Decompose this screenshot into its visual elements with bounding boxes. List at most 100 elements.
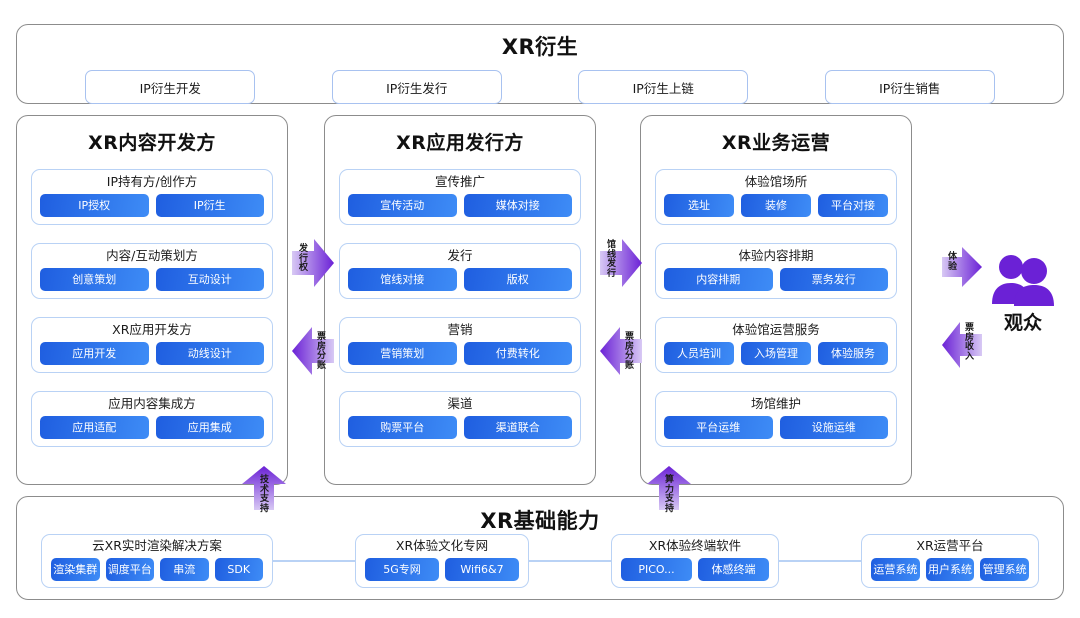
- pill-ip-derivative[interactable]: IP衍生: [155, 194, 264, 217]
- xr-business-operation-panel: XR业务运营 体验馆场所 选址 装修 平台对接 体验内容排期 内容排期 票务发行: [640, 115, 912, 485]
- pill-row: 内容排期 票务发行: [664, 268, 888, 291]
- group-label: IP持有方/创作方: [106, 174, 198, 189]
- app-publisher-groups: 宣传推广 宣传活动 媒体对接 发行 馆线对接 版权 营销 营销策划 付费转化: [325, 169, 595, 447]
- pill-row: 平台运维 设施运维: [664, 416, 888, 439]
- pill-site-selection[interactable]: 选址: [664, 194, 734, 217]
- audience-node: 观众: [975, 252, 1071, 335]
- arrow-boxoffice-left-1: 票房分账: [292, 325, 334, 377]
- pill-user-system[interactable]: 用户系统: [925, 558, 975, 581]
- panel-title-xr-derivative: XR衍生: [501, 35, 579, 59]
- group-experience-content-schedule: 体验内容排期 内容排期 票务发行: [655, 243, 897, 299]
- pill-sdk[interactable]: SDK: [214, 558, 263, 581]
- pill-interaction-design[interactable]: 互动设计: [155, 268, 264, 291]
- pill-platform-ops[interactable]: 平台运维: [664, 416, 773, 439]
- connector-line: [779, 560, 861, 562]
- pill-render-cluster[interactable]: 渲染集群: [51, 558, 100, 581]
- pill-channel-alliance[interactable]: 渠道联合: [463, 416, 572, 439]
- group-ip-holder-creator: IP持有方/创作方 IP授权 IP衍生: [31, 169, 273, 225]
- pill-paid-conversion[interactable]: 付费转化: [463, 342, 572, 365]
- pill-media-liaison[interactable]: 媒体对接: [463, 194, 572, 217]
- group-label: 发行: [447, 248, 473, 263]
- group-label: 营销: [447, 322, 473, 337]
- group-label: 场馆维护: [750, 396, 801, 411]
- group-label: 应用内容集成方: [108, 396, 196, 411]
- card-label: XR运营平台: [916, 538, 984, 553]
- people-icon: [992, 255, 1054, 306]
- base-capability-card-row: 云XR实时渲染解决方案 渲染集群 调度平台 串流 SDK XR体验文化专网 5G…: [41, 534, 1039, 588]
- pill-ticketing-platform[interactable]: 购票平台: [348, 416, 457, 439]
- group-content-interaction-planner: 内容/互动策划方 创意策划 互动设计: [31, 243, 273, 299]
- arrow-label: 体验: [947, 252, 957, 272]
- arrow-experience-right: 体验: [942, 245, 982, 289]
- card-xr-cultural-network: XR体验文化专网 5G专网 Wifi6&7: [355, 534, 529, 588]
- group-label: 内容/互动策划方: [106, 248, 198, 263]
- arrow-label: 馆线发行: [606, 240, 616, 279]
- arrow-boxoffice-left-2: 票房分账: [600, 325, 642, 377]
- pill-row: 营销策划 付费转化: [348, 342, 572, 365]
- pill-ticket-issue[interactable]: 票务发行: [779, 268, 888, 291]
- pill-app-integration[interactable]: 应用集成: [155, 416, 264, 439]
- pill-decoration[interactable]: 装修: [741, 194, 811, 217]
- pill-creative-planning[interactable]: 创意策划: [40, 268, 149, 291]
- group-xr-app-developer: XR应用开发方 应用开发 动线设计: [31, 317, 273, 373]
- chip-ip-derivative-distribution[interactable]: IP衍生发行: [331, 70, 502, 104]
- pill-promo-campaign[interactable]: 宣传活动: [348, 194, 457, 217]
- group-label: 体验馆场所: [744, 174, 808, 189]
- pill-route-design[interactable]: 动线设计: [155, 342, 264, 365]
- audience-label: 观众: [1003, 312, 1042, 334]
- group-distribution: 发行 馆线对接 版权: [339, 243, 581, 299]
- panel-title-content-developer: XR内容开发方: [88, 132, 216, 154]
- group-label: 渠道: [447, 396, 473, 411]
- pill-ip-license[interactable]: IP授权: [40, 194, 149, 217]
- arrow-boxoffice-income-left: 票房收入: [942, 318, 982, 372]
- group-marketing: 营销 营销策划 付费转化: [339, 317, 581, 373]
- group-promotion: 宣传推广 宣传活动 媒体对接: [339, 169, 581, 225]
- pill-content-schedule[interactable]: 内容排期: [664, 268, 773, 291]
- pill-row: 宣传活动 媒体对接: [348, 194, 572, 217]
- arrow-label: 技术支持: [259, 475, 269, 514]
- pill-row: 渲染集群 调度平台 串流 SDK: [51, 558, 263, 581]
- pill-row: 运营系统 用户系统 管理系统: [871, 558, 1030, 581]
- pill-entry-management[interactable]: 入场管理: [741, 342, 811, 365]
- pill-row: 5G专网 Wifi6&7: [365, 558, 519, 581]
- xr-derivative-panel: XR衍生 IP衍生开发 IP衍生发行 IP衍生上链 IP衍生销售: [16, 24, 1064, 104]
- panel-title-app-publisher: XR应用发行方: [396, 132, 524, 154]
- chip-ip-derivative-development[interactable]: IP衍生开发: [85, 70, 256, 104]
- pill-pico[interactable]: PICO...: [621, 558, 692, 581]
- pill-platform-liaison[interactable]: 平台对接: [818, 194, 888, 217]
- pill-facility-ops[interactable]: 设施运维: [779, 416, 888, 439]
- arrow-label: 发行权: [298, 244, 308, 273]
- chip-ip-derivative-sales[interactable]: IP衍生销售: [824, 70, 995, 104]
- pill-app-adaptation[interactable]: 应用适配: [40, 416, 149, 439]
- arrow-venue-distribution-right: 馆线发行: [600, 237, 642, 289]
- arrow-tech-support-up: 技术支持: [240, 466, 288, 513]
- pill-row: 创意策划 互动设计: [40, 268, 264, 291]
- pill-streaming[interactable]: 串流: [160, 558, 209, 581]
- pill-experience-service[interactable]: 体验服务: [818, 342, 888, 365]
- pill-wifi6-7[interactable]: Wifi6&7: [445, 558, 519, 581]
- xr-derivative-chip-row: IP衍生开发 IP衍生发行 IP衍生上链 IP衍生销售: [17, 70, 1063, 104]
- pill-motion-terminal[interactable]: 体感终端: [698, 558, 769, 581]
- chip-ip-derivative-onchain[interactable]: IP衍生上链: [578, 70, 749, 104]
- arrow-label: 票房分账: [624, 332, 634, 371]
- pill-app-development[interactable]: 应用开发: [40, 342, 149, 365]
- pill-5g-private-network[interactable]: 5G专网: [365, 558, 439, 581]
- pill-staff-training[interactable]: 人员培训: [664, 342, 734, 365]
- group-venue-operation-service: 体验馆运营服务 人员培训 入场管理 体验服务: [655, 317, 897, 373]
- group-app-content-integrator: 应用内容集成方 应用适配 应用集成: [31, 391, 273, 447]
- pill-management-system[interactable]: 管理系统: [980, 558, 1030, 581]
- arrow-label: 票房分账: [316, 332, 326, 371]
- connector-line: [273, 560, 355, 562]
- pill-row: 应用开发 动线设计: [40, 342, 264, 365]
- pill-marketing-planning[interactable]: 营销策划: [348, 342, 457, 365]
- pill-venue-chain-liaison[interactable]: 馆线对接: [348, 268, 457, 291]
- card-xr-operation-platform: XR运营平台 运营系统 用户系统 管理系统: [861, 534, 1039, 588]
- business-operation-groups: 体验馆场所 选址 装修 平台对接 体验内容排期 内容排期 票务发行 体验馆运营服…: [641, 169, 911, 447]
- group-label: XR应用开发方: [112, 322, 192, 337]
- pill-copyright[interactable]: 版权: [463, 268, 572, 291]
- pill-operation-system[interactable]: 运营系统: [871, 558, 920, 581]
- xr-app-publisher-panel: XR应用发行方 宣传推广 宣传活动 媒体对接 发行 馆线对接 版权 营销: [324, 115, 596, 485]
- pill-scheduling-platform[interactable]: 调度平台: [105, 558, 154, 581]
- xr-base-capability-panel: XR基础能力 云XR实时渲染解决方案 渲染集群 调度平台 串流 SDK XR体验…: [16, 496, 1064, 600]
- connector-line: [529, 560, 611, 562]
